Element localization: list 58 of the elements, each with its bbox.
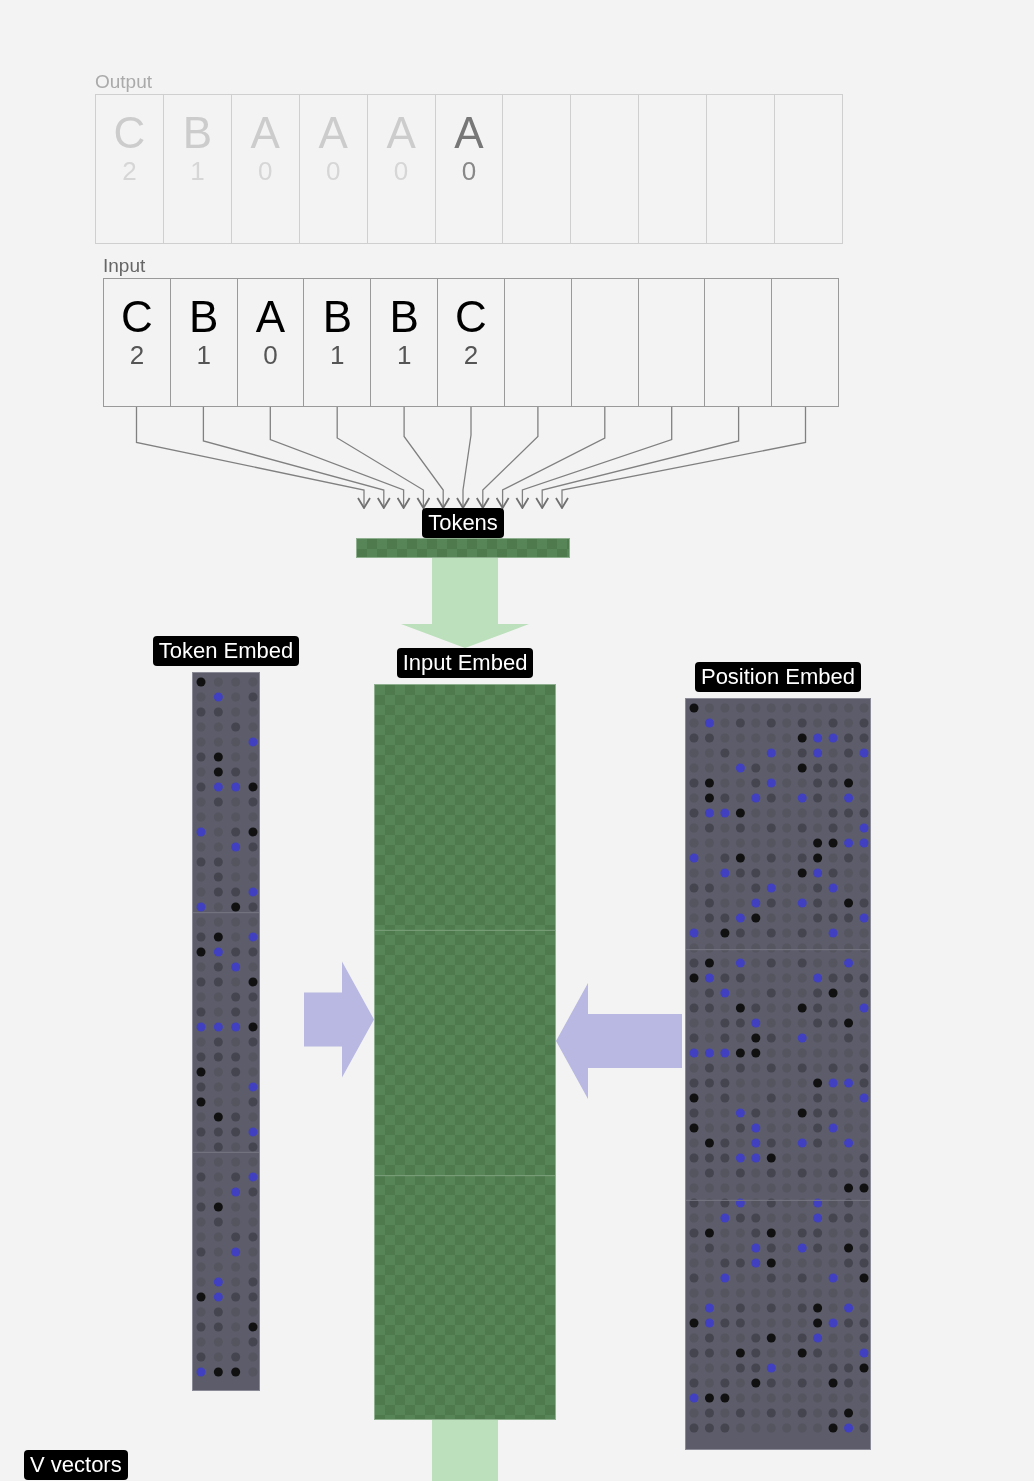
connector-arrow [135, 406, 371, 509]
connector-arrow [475, 406, 539, 509]
token-cell [103, 278, 171, 407]
token-cell [162, 94, 232, 244]
token-cell [366, 94, 436, 244]
empty-cell [771, 278, 839, 407]
empty-cell [704, 278, 773, 407]
column-label: Position Embed [694, 662, 862, 692]
block-arrow [432, 1420, 498, 1481]
empty-cell [637, 278, 706, 407]
column-label: Tokens [422, 508, 504, 538]
token-index: 2 [129, 339, 145, 372]
column-label: V vectors [24, 1450, 128, 1480]
token-letter: A [255, 295, 286, 339]
token-cell [434, 94, 504, 244]
token-letter: B [189, 295, 219, 339]
empty-cell [502, 94, 572, 244]
token-index: 0 [461, 155, 477, 188]
empty-cell [503, 278, 572, 407]
column-label: Token Embed [152, 636, 300, 666]
token-cell [298, 94, 368, 244]
row-label: Output [95, 70, 154, 94]
token-cell [169, 278, 238, 407]
token-index: 1 [330, 339, 345, 372]
token-cell [370, 278, 439, 407]
token-cell [236, 278, 305, 407]
token-letter: B [389, 295, 419, 339]
connector-arrow [202, 406, 391, 509]
empty-cell [570, 278, 639, 407]
token-letter: B [322, 295, 352, 339]
connector-arrow [336, 406, 431, 509]
token-index: 0 [263, 339, 278, 372]
block-arrow [304, 961, 374, 1078]
empty-cell [570, 94, 640, 244]
empty-cell [706, 94, 776, 244]
column-label: Input Embed [396, 648, 534, 678]
connector-arrow [495, 406, 606, 509]
token-letter: A [454, 111, 484, 155]
token-cell [95, 94, 164, 244]
connector-arrow [555, 406, 807, 509]
token-cell [230, 94, 300, 244]
connector-arrow [515, 406, 673, 509]
token-index: 2 [463, 339, 479, 372]
empty-cell [774, 94, 843, 244]
connector-arrow [535, 406, 740, 509]
token-index: 1 [396, 339, 412, 372]
connector-arrow [456, 406, 472, 509]
token-letter: C [121, 295, 153, 339]
token-cell [437, 278, 505, 407]
token-letter: C [455, 295, 487, 339]
connector-arrow [269, 406, 411, 509]
row-label: Input [103, 254, 147, 278]
block-arrow [556, 983, 682, 1099]
empty-cell [638, 94, 708, 244]
block-arrow [401, 556, 529, 648]
connector-arrow [403, 406, 451, 509]
token-index: 1 [196, 339, 211, 372]
token-cell [303, 278, 372, 407]
